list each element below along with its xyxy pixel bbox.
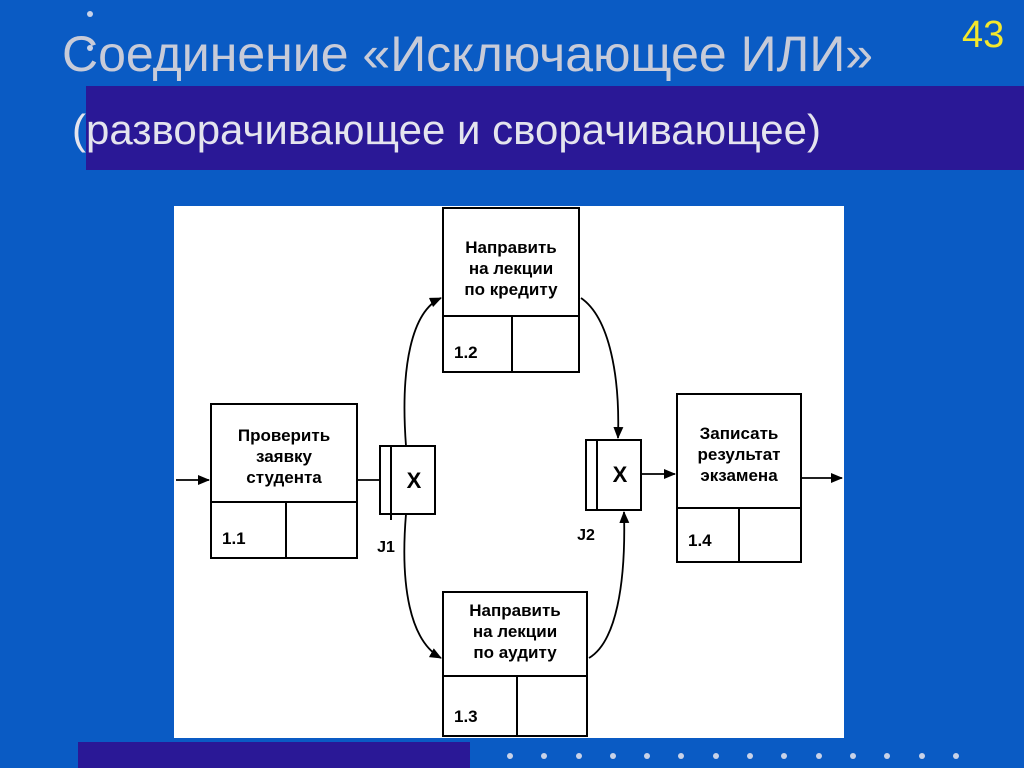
box-1-2-label-1: Направить bbox=[465, 238, 557, 257]
decor-dot bbox=[747, 753, 753, 759]
box-1-1-frame bbox=[210, 403, 358, 559]
title-band bbox=[86, 86, 1024, 170]
decor-dot bbox=[507, 753, 513, 759]
box-1-3-label-1: Направить bbox=[469, 601, 561, 620]
box-1-2: Направить на лекции по кредиту 1.2 bbox=[442, 207, 580, 373]
diagram-canvas: Проверить заявку студента 1.1 Направить … bbox=[174, 206, 844, 738]
decor-dot bbox=[850, 753, 856, 759]
box-1-3: Направить на лекции по аудиту 1.3 bbox=[442, 591, 588, 737]
box-1-1: Проверить заявку студента 1.1 bbox=[210, 403, 358, 559]
junction-j2: X J2 bbox=[577, 439, 642, 544]
box-1-2-number: 1.2 bbox=[454, 343, 478, 362]
box-1-1-label-3: студента bbox=[246, 468, 322, 487]
box-1-1-label-2: заявку bbox=[256, 447, 313, 466]
slide-subtitle: (разворачивающее и сворачивающее) bbox=[72, 106, 821, 153]
decor-dot bbox=[884, 753, 890, 759]
box-1-3-label-3: по аудиту bbox=[473, 643, 557, 662]
decor-dot bbox=[919, 753, 925, 759]
idef3-diagram: Проверить заявку студента 1.1 Направить … bbox=[176, 207, 843, 737]
decor-dot bbox=[610, 753, 616, 759]
decor-dot bbox=[644, 753, 650, 759]
slide-title: Соединение «Исключающее ИЛИ» bbox=[62, 26, 874, 82]
page-number: 43 bbox=[962, 14, 1005, 56]
decor-dot bbox=[87, 45, 93, 51]
junction-j1-type: X bbox=[407, 468, 422, 493]
box-1-1-number: 1.1 bbox=[222, 529, 246, 548]
box-1-4-label-2: результат bbox=[698, 445, 781, 464]
box-1-4: Записать результат экзамена 1.4 bbox=[676, 393, 802, 563]
junction-j1: X J1 bbox=[377, 445, 436, 556]
footer-band bbox=[78, 742, 470, 768]
box-1-1-label-1: Проверить bbox=[238, 426, 330, 445]
decor-dot bbox=[816, 753, 822, 759]
junction-j1-frame bbox=[379, 445, 436, 515]
box-1-4-label-3: экзамена bbox=[700, 466, 778, 485]
box-1-3-frame bbox=[442, 591, 588, 737]
arrow-j1-to-1-2 bbox=[403, 297, 442, 447]
box-1-4-label-1: Записать bbox=[700, 424, 779, 443]
box-1-3-number: 1.3 bbox=[454, 707, 478, 726]
decor-dot bbox=[576, 753, 582, 759]
arrow-1-3-to-j2 bbox=[588, 511, 630, 659]
decor-dot bbox=[953, 753, 959, 759]
decor-dot bbox=[87, 11, 93, 17]
decor-dot bbox=[713, 753, 719, 759]
box-1-2-label-2: на лекции bbox=[469, 259, 553, 278]
arrow-j1-to-1-3 bbox=[403, 513, 442, 659]
box-1-4-number: 1.4 bbox=[688, 531, 712, 550]
decor-dot bbox=[678, 753, 684, 759]
junction-j1-name: J1 bbox=[377, 539, 395, 556]
box-1-3-label-2: на лекции bbox=[473, 622, 557, 641]
decor-dot bbox=[781, 753, 787, 759]
box-1-2-label-3: по кредиту bbox=[464, 280, 558, 299]
junction-j2-frame bbox=[585, 439, 642, 511]
decor-dot bbox=[541, 753, 547, 759]
junction-j2-name: J2 bbox=[577, 527, 595, 544]
arrow-1-2-to-j2 bbox=[580, 297, 624, 439]
junction-j2-type: X bbox=[613, 462, 628, 487]
